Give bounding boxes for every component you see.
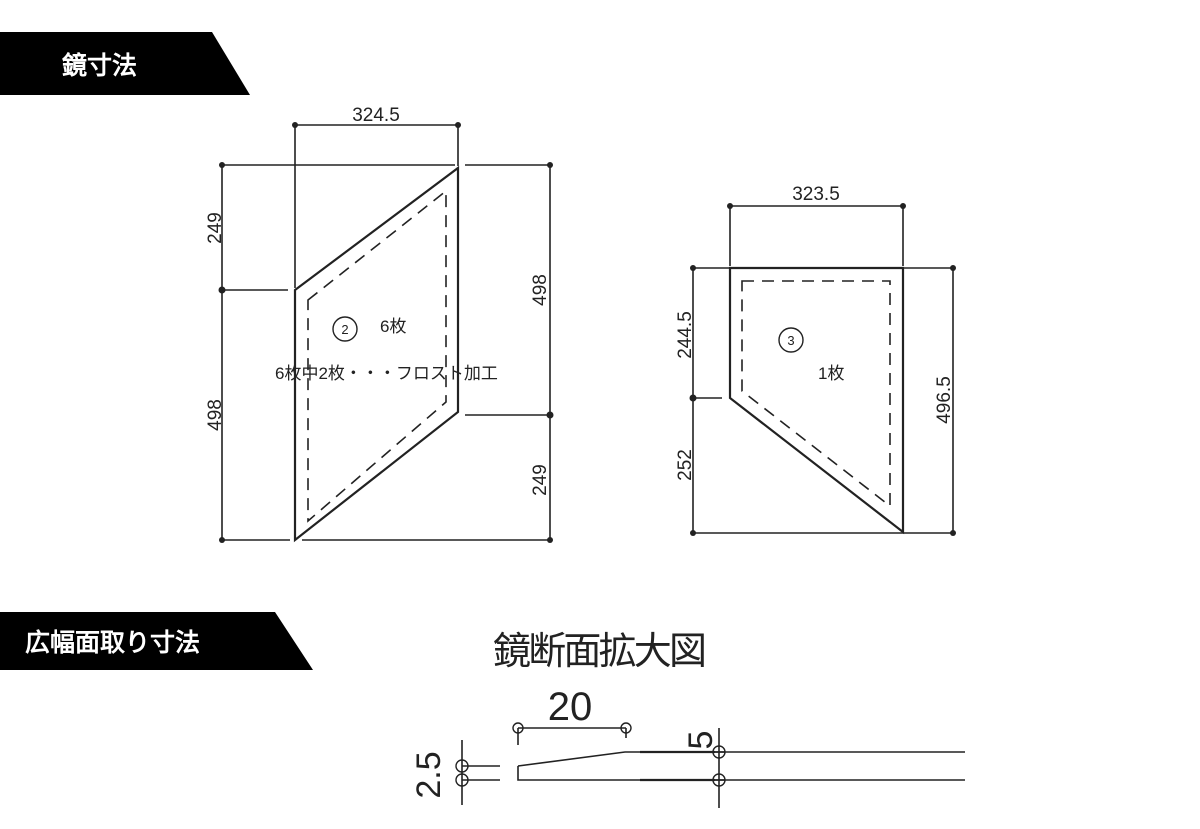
dim-left-bottom: 498 [205,399,226,431]
part-number: 3 [787,333,794,348]
header-label: 広幅面取り寸法 [25,628,200,657]
mirror-2-chamfer-line [307,189,447,523]
dim-right: 496.5 [934,376,955,424]
dim-left-bottom: 252 [675,449,696,481]
part-number: 2 [341,322,348,337]
dim-left-top: 244.5 [675,311,696,359]
header-label: 鏡寸法 [62,51,137,80]
part-count: 1枚 [818,364,844,383]
dim-width: 323.5 [792,184,840,205]
mirror-3-drawing: 323.5 244.5 252 496.5 3 1枚 [675,184,956,536]
frost-note: 6枚中2枚・・・フロスト加工 [275,364,498,383]
dim-right-bottom: 249 [530,464,551,496]
part-count: 6枚 [380,317,406,336]
dim-right-top: 498 [530,274,551,306]
mirror-3-outline [728,266,905,535]
header-mirror-dimensions: 鏡寸法 [0,32,250,95]
section-title: 鏡断面拡大図 [493,631,707,673]
header-wide-chamfer-dimensions: 広幅面取り寸法 [0,612,313,670]
dim-thickness: 5 [682,731,720,750]
dim-width: 324.5 [352,105,400,126]
dim-edge: 2.5 [410,751,448,798]
dim-width: 20 [548,685,593,729]
mirror-3-chamfer-line [741,280,891,508]
dim-left-top: 249 [205,212,226,244]
section-detail: 鏡断面拡大図 20 5 2.5 [410,631,965,808]
mirror-2-drawing: 324.5 249 498 498 249 2 6枚 6枚中2枚・・・フロスト加… [205,105,554,543]
mirror-2-outline [293,165,460,543]
